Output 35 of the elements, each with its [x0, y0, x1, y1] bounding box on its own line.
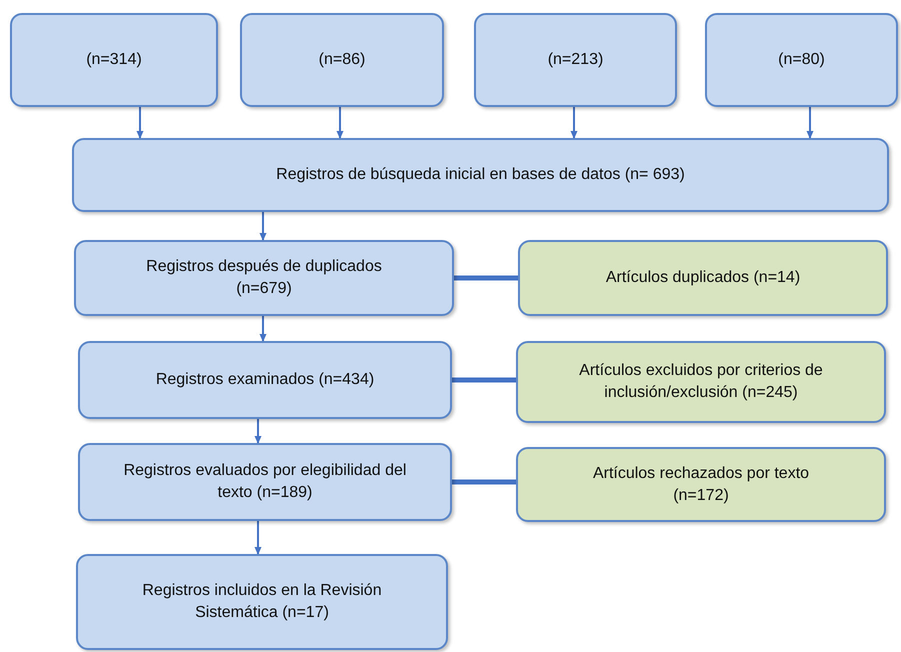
arrow	[260, 316, 266, 342]
box-text: Registros examinados (n=434)	[156, 370, 374, 390]
process-box	[474, 13, 677, 107]
process-box	[74, 240, 454, 316]
arrow	[806, 107, 814, 139]
connector-line	[452, 378, 516, 382]
box-text: Registros evaluados por elegibilidad del texto (n=189)	[122, 461, 408, 503]
box-text: Artículos duplicados (n=14)	[606, 268, 800, 288]
excluded-box	[516, 447, 886, 522]
box-text: Registros de búsqueda inicial en bases de datos (n= 693)	[276, 165, 685, 185]
box-text: (n=213)	[548, 50, 604, 70]
excluded-box	[516, 341, 886, 423]
connector-line	[452, 480, 516, 484]
process-box	[705, 13, 898, 107]
arrow	[136, 107, 144, 139]
excluded-box	[518, 240, 888, 316]
process-box	[72, 138, 889, 212]
arrow	[260, 212, 266, 241]
connector-line	[454, 276, 518, 280]
arrow	[336, 107, 344, 139]
process-box	[10, 13, 218, 107]
box-text: Registros después de duplicados (n=679)	[145, 257, 383, 299]
box-text: Artículos rechazados por texto (n=172)	[592, 464, 810, 506]
box-text: (n=86)	[318, 50, 366, 70]
process-box	[240, 13, 444, 107]
process-box	[78, 341, 452, 419]
arrow	[570, 107, 578, 139]
arrow	[254, 521, 262, 555]
arrow	[254, 419, 262, 444]
box-text: (n=80)	[778, 50, 825, 70]
process-box	[78, 443, 452, 521]
box-text: Registros incluidos en la Revisión Sistemática (n=17)	[141, 581, 383, 623]
box-text: (n=314)	[86, 50, 142, 70]
process-box	[76, 554, 448, 650]
box-text: Artículos excluidos por criterios de inclusión/exclusión (n=245)	[578, 361, 824, 403]
